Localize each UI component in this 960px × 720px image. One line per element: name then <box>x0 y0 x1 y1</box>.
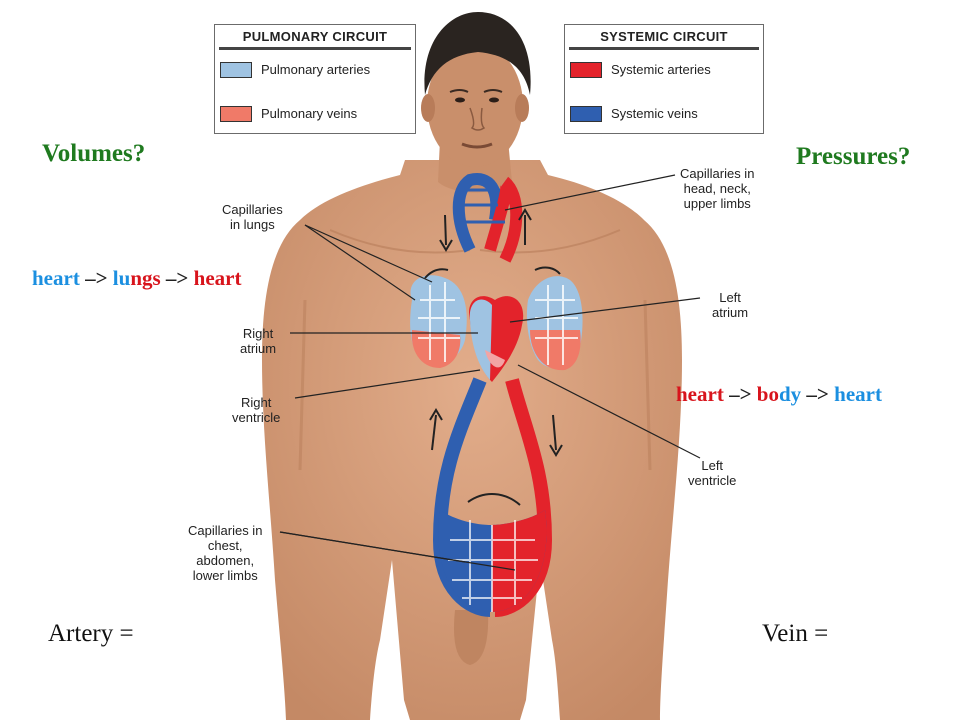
flow-part: heart <box>834 382 882 406</box>
flow-part: dy <box>778 382 802 406</box>
flow-part: heart <box>676 382 724 406</box>
flow-part: heart <box>32 266 80 290</box>
legend-divider <box>219 47 411 50</box>
flow-part: bo <box>756 382 779 406</box>
swatch-pulmonary-arteries <box>220 62 252 78</box>
flow-part: –> <box>801 382 835 406</box>
label-capillaries-head: Capillaries in head, neck, upper limbs <box>680 166 755 211</box>
legend-divider <box>569 47 759 50</box>
label-left-ventricle: Left ventricle <box>688 458 737 488</box>
label-capillaries-lungs: Capillaries in lungs <box>222 202 283 232</box>
legend-label: Pulmonary veins <box>261 106 358 121</box>
legend-item-systemic-arteries: Systemic arteries <box>565 59 763 81</box>
legend-systemic-title: SYSTEMIC CIRCUIT <box>600 29 728 44</box>
heading-volumes: Volumes? <box>42 140 146 167</box>
swatch-systemic-veins <box>570 106 602 122</box>
vein-label: Vein = <box>762 620 829 647</box>
swatch-pulmonary-veins <box>220 106 252 122</box>
legend-label: Pulmonary arteries <box>261 62 371 77</box>
flow-part: –> <box>723 382 757 406</box>
pulmonary-flow-text: heart –> lungs –> heart <box>32 266 241 291</box>
artery-label: Artery = <box>48 620 134 647</box>
flow-part: lu <box>112 266 131 290</box>
legend-label: Systemic arteries <box>611 62 711 77</box>
heading-pressures: Pressures? <box>796 143 911 170</box>
label-left-atrium: Left atrium <box>712 290 749 320</box>
swatch-systemic-arteries <box>570 62 602 78</box>
vessels <box>410 173 583 617</box>
legend-label: Systemic veins <box>611 106 698 121</box>
flow-part: heart <box>193 266 242 290</box>
flow-part: ngs <box>130 266 161 290</box>
legend-pulmonary: PULMONARY CIRCUIT Pulmonary arteries Pul… <box>214 24 416 134</box>
legend-item-systemic-veins: Systemic veins <box>565 103 763 125</box>
flow-part: –> <box>79 266 113 290</box>
label-capillaries-chest: Capillaries in chest, abdomen, lower lim… <box>188 523 263 583</box>
label-right-atrium: Right atrium <box>240 326 277 356</box>
systemic-flow-text: heart –> body –> heart <box>676 382 882 407</box>
label-right-ventricle: Right ventricle <box>232 395 281 425</box>
flow-part: –> <box>160 266 194 290</box>
legend-pulmonary-title: PULMONARY CIRCUIT <box>242 29 388 44</box>
legend-item-pulmonary-arteries: Pulmonary arteries <box>215 59 415 81</box>
legend-systemic: SYSTEMIC CIRCUIT Systemic arteries Syste… <box>564 24 764 134</box>
legend-item-pulmonary-veins: Pulmonary veins <box>215 103 415 125</box>
leader-lines <box>279 174 701 571</box>
